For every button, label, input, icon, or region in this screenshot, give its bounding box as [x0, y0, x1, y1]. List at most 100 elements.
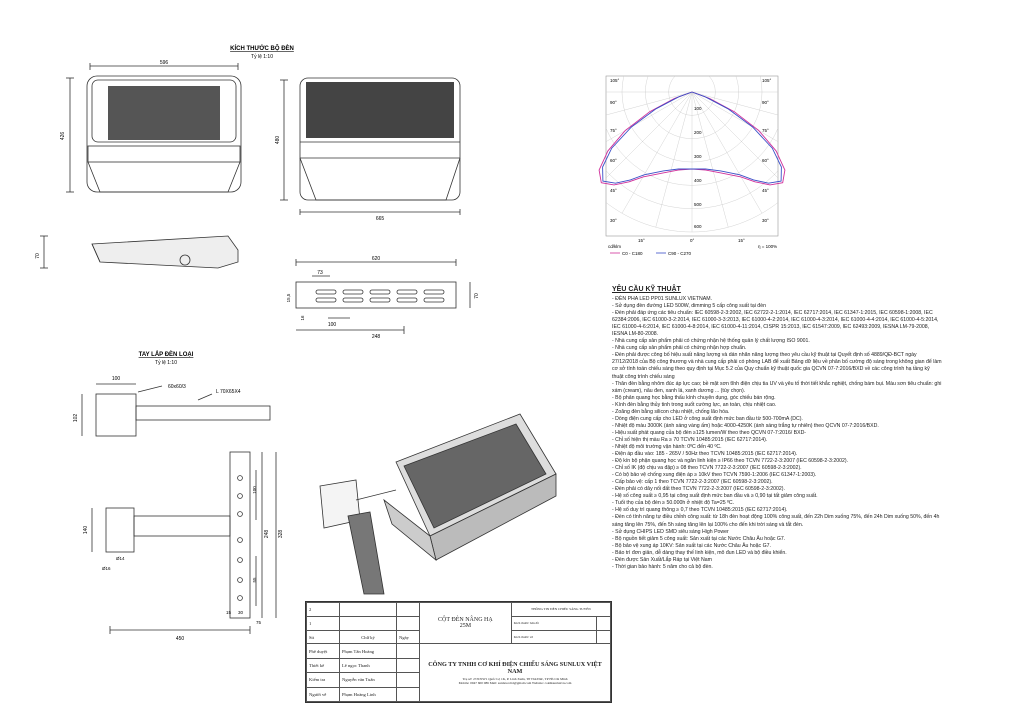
mount-arm-top-view	[81, 383, 271, 437]
requirement-item: - Đèn được Sản Xuất/Lắp Ráp tại Việt Nam	[612, 556, 712, 563]
requirement-item: - Bảo trì đơn giản, dễ dàng thay thế lin…	[612, 549, 787, 556]
angle-label-right-0: 105°	[762, 78, 772, 83]
mount-arm-front-view	[91, 451, 277, 634]
dim-bracket-d2: 100	[328, 322, 337, 328]
rev-cell-1: 1	[306, 615, 340, 631]
dim-arm-h2: 248	[264, 530, 270, 539]
dim-arm-len: 450	[176, 636, 185, 642]
dim-bracket-len: 620	[372, 256, 381, 262]
requirements-list: - ĐÈN PHA LED PP01 SUNLUX VIETNAM.- Sử d…	[612, 296, 942, 571]
requirement-item: - Nhà cung cấp sản phẩm phải có chứng nh…	[612, 338, 810, 345]
requirement-item: - Chỉ số IK (độ chịu va đập) ≥ 08 theo T…	[612, 465, 802, 472]
radial-label-3: 400	[694, 178, 702, 183]
dim-scale: Tỷ lệ 1:10	[251, 53, 273, 60]
bottom-label-right: 15°	[738, 238, 745, 243]
bracket-plate-view	[295, 259, 471, 334]
requirement-item: - Hệ số công suất ≥ 0,95 tại công suất đ…	[612, 493, 818, 500]
requirement-item: - Thời gian bảo hành: 5 năm cho cả bộ đè…	[612, 563, 713, 570]
name-1: Lê ngọc Thanh	[339, 657, 397, 674]
dim-arm-s3: 75	[256, 620, 262, 625]
requirement-item: - Độ kín bộ phận quang học và ngăn linh …	[612, 458, 849, 465]
angle-label-left-2: 75°	[610, 128, 617, 133]
company-contact: Mobile: 0947 600 086 Mail: sunluxcoltd@g…	[458, 680, 572, 685]
side-view	[40, 235, 239, 269]
role-0: Phê duyệt	[306, 643, 340, 659]
requirement-item: - Đèn có tính năng tự điều chỉnh công su…	[612, 514, 940, 528]
dim-arm-d1: 100	[112, 376, 121, 382]
radial-label-1: 200	[694, 130, 702, 135]
angle-label-left-0: 105°	[610, 78, 620, 83]
back-view	[280, 77, 461, 215]
dim-title: KÍCH THƯỚC BỘ ĐÈN	[230, 44, 294, 52]
dim-arm-h5: 100	[252, 486, 257, 494]
radial-label-5: 600	[694, 224, 702, 229]
requirement-item: - Kính đèn bằng thủy tinh trong suốt cườ…	[612, 401, 777, 408]
polar-intensity-chart: 105° 90° 75° 60° 45° 30° 105° 90° 75° 60…	[598, 75, 786, 256]
name-3: Phạm Hoàng Linh	[339, 686, 397, 703]
radial-label-0: 100	[694, 106, 702, 111]
angle-label-right-5: 30°	[762, 218, 769, 223]
requirement-item: - Cấp bảo vệ: cấp 1 theo TCVN 7722-2-3:2…	[612, 479, 773, 486]
requirement-item: - Nhà cung cấp sản phẩm phải có chứng nh…	[612, 345, 747, 352]
dim-bracket-d4: 15,5	[286, 293, 291, 302]
side-title: THÔNG TIN ĐÈN CHIẾU SÁNG TUYẾN	[510, 602, 612, 617]
col-chu-ky: Chữ ký	[339, 629, 397, 645]
name-0: Phạm Tấn Hoàng	[339, 643, 397, 659]
requirement-item: - Zoăng đèn bằng silicon chịu nhiệt, chố…	[612, 408, 730, 415]
requirement-item: - Bộ bảo vệ xung áp 10KV: Sản xuất tại c…	[612, 542, 771, 549]
dim-arm-s2: 30	[238, 610, 244, 615]
legend-c90: C90 - C270	[668, 251, 692, 256]
requirement-item: - Bộ nguồn tiết giảm 5 công suất: Sản xu…	[612, 535, 786, 542]
polar-eta: η = 100%	[758, 244, 777, 249]
polar-spoke	[655, 91, 693, 228]
requirement-item: - Sử dụng CHIPS LED SMD siêu sáng High P…	[612, 528, 729, 535]
legend-c0: C0 - C180	[622, 251, 643, 256]
requirement-item: - Hiệu suất phát quang của bộ đèn ≥125 l…	[612, 429, 807, 436]
dim-arm-d16: Ø16	[102, 566, 111, 571]
dim-front-width: 596	[160, 60, 169, 66]
technical-drawing: KÍCH THƯỚC BỘ ĐÈN Tỷ lệ 1:10 596 426 665…	[35, 44, 557, 642]
polar-series	[598, 91, 786, 186]
requirement-item: - Thân đèn bằng nhôm đúc áp lực cao; bề …	[612, 380, 942, 394]
side-l2: Kích thước vẽ	[510, 629, 597, 645]
side-l1: Kích thước bản đồ	[510, 615, 597, 631]
name-2: Nguyễn văn Tuấn	[339, 672, 397, 688]
polar-spoke	[621, 91, 693, 214]
col-stt: Stt	[306, 629, 340, 645]
role-1: Thiết kế	[306, 657, 340, 674]
requirement-item: - Dòng điện cung cấp cho LED ở công suất…	[612, 415, 803, 422]
requirement-item: - Đèn phải được công bố hiệu suất năng l…	[612, 352, 942, 380]
requirement-item: - ĐÈN PHA LED PP01 SUNLUX VIETNAM.	[612, 296, 713, 302]
dim-bracket-d1: 73	[317, 270, 323, 276]
requirement-item: - Nhiệt độ môi trường vận hành: 0ºC đến …	[612, 443, 722, 450]
polar-spoke	[691, 91, 729, 228]
requirement-item: - Chỉ số hiện thị màu Ra ≥ 70 TCVN 10485…	[612, 436, 768, 443]
requirement-item: - Tuổi thọ của bộ đèn ≥ 50.000h ở nhiệt …	[612, 500, 735, 507]
dim-back-width: 665	[376, 216, 385, 222]
polar-spoke	[691, 91, 778, 179]
dim-bracket-d3: 248	[372, 334, 381, 340]
product-sub: 25M	[459, 623, 472, 630]
angle-label-right-3: 60°	[762, 158, 769, 163]
arm-pipe-label: 60x60/3	[168, 384, 186, 390]
polar-series-1	[602, 91, 782, 184]
polar-grid	[606, 76, 778, 233]
angle-label-left-3: 60°	[610, 158, 617, 163]
title-block: 2 CỘT ĐÈN NÂNG HẠ 25M THÔNG TIN ĐÈN CHIẾ…	[305, 601, 612, 703]
angle-label-left-5: 30°	[610, 218, 617, 223]
mount-scale: Tỷ lệ 1:10	[155, 359, 177, 366]
polar-unit: cd/klm	[608, 244, 621, 249]
angle-label-left-4: 45°	[610, 188, 617, 193]
dim-arm-h1: 140	[83, 526, 89, 535]
angle-label-left-1: 90°	[610, 100, 617, 105]
col-ngay: Ngày	[396, 629, 420, 645]
polar-spoke	[606, 91, 693, 116]
dim-arm-d2: 102	[73, 414, 79, 423]
requirement-item: - Đèn phải có dây nối đất theo TCVN 7722…	[612, 486, 785, 493]
requirement-item: - Bộ phản quang học bằng thấu kính chuyê…	[612, 394, 776, 401]
requirement-item: - Sử dụng đèn đường LED 500W, dimming 5 …	[612, 303, 766, 310]
dim-arm-h3: 328	[278, 530, 284, 539]
requirements-title: YÊU CẦU KỸ THUẬT	[612, 286, 681, 293]
dim-bracket-d6: 70	[474, 293, 480, 299]
requirement-item: - Điện áp đầu vào: 185 - 265V / 50Hz the…	[612, 451, 798, 458]
